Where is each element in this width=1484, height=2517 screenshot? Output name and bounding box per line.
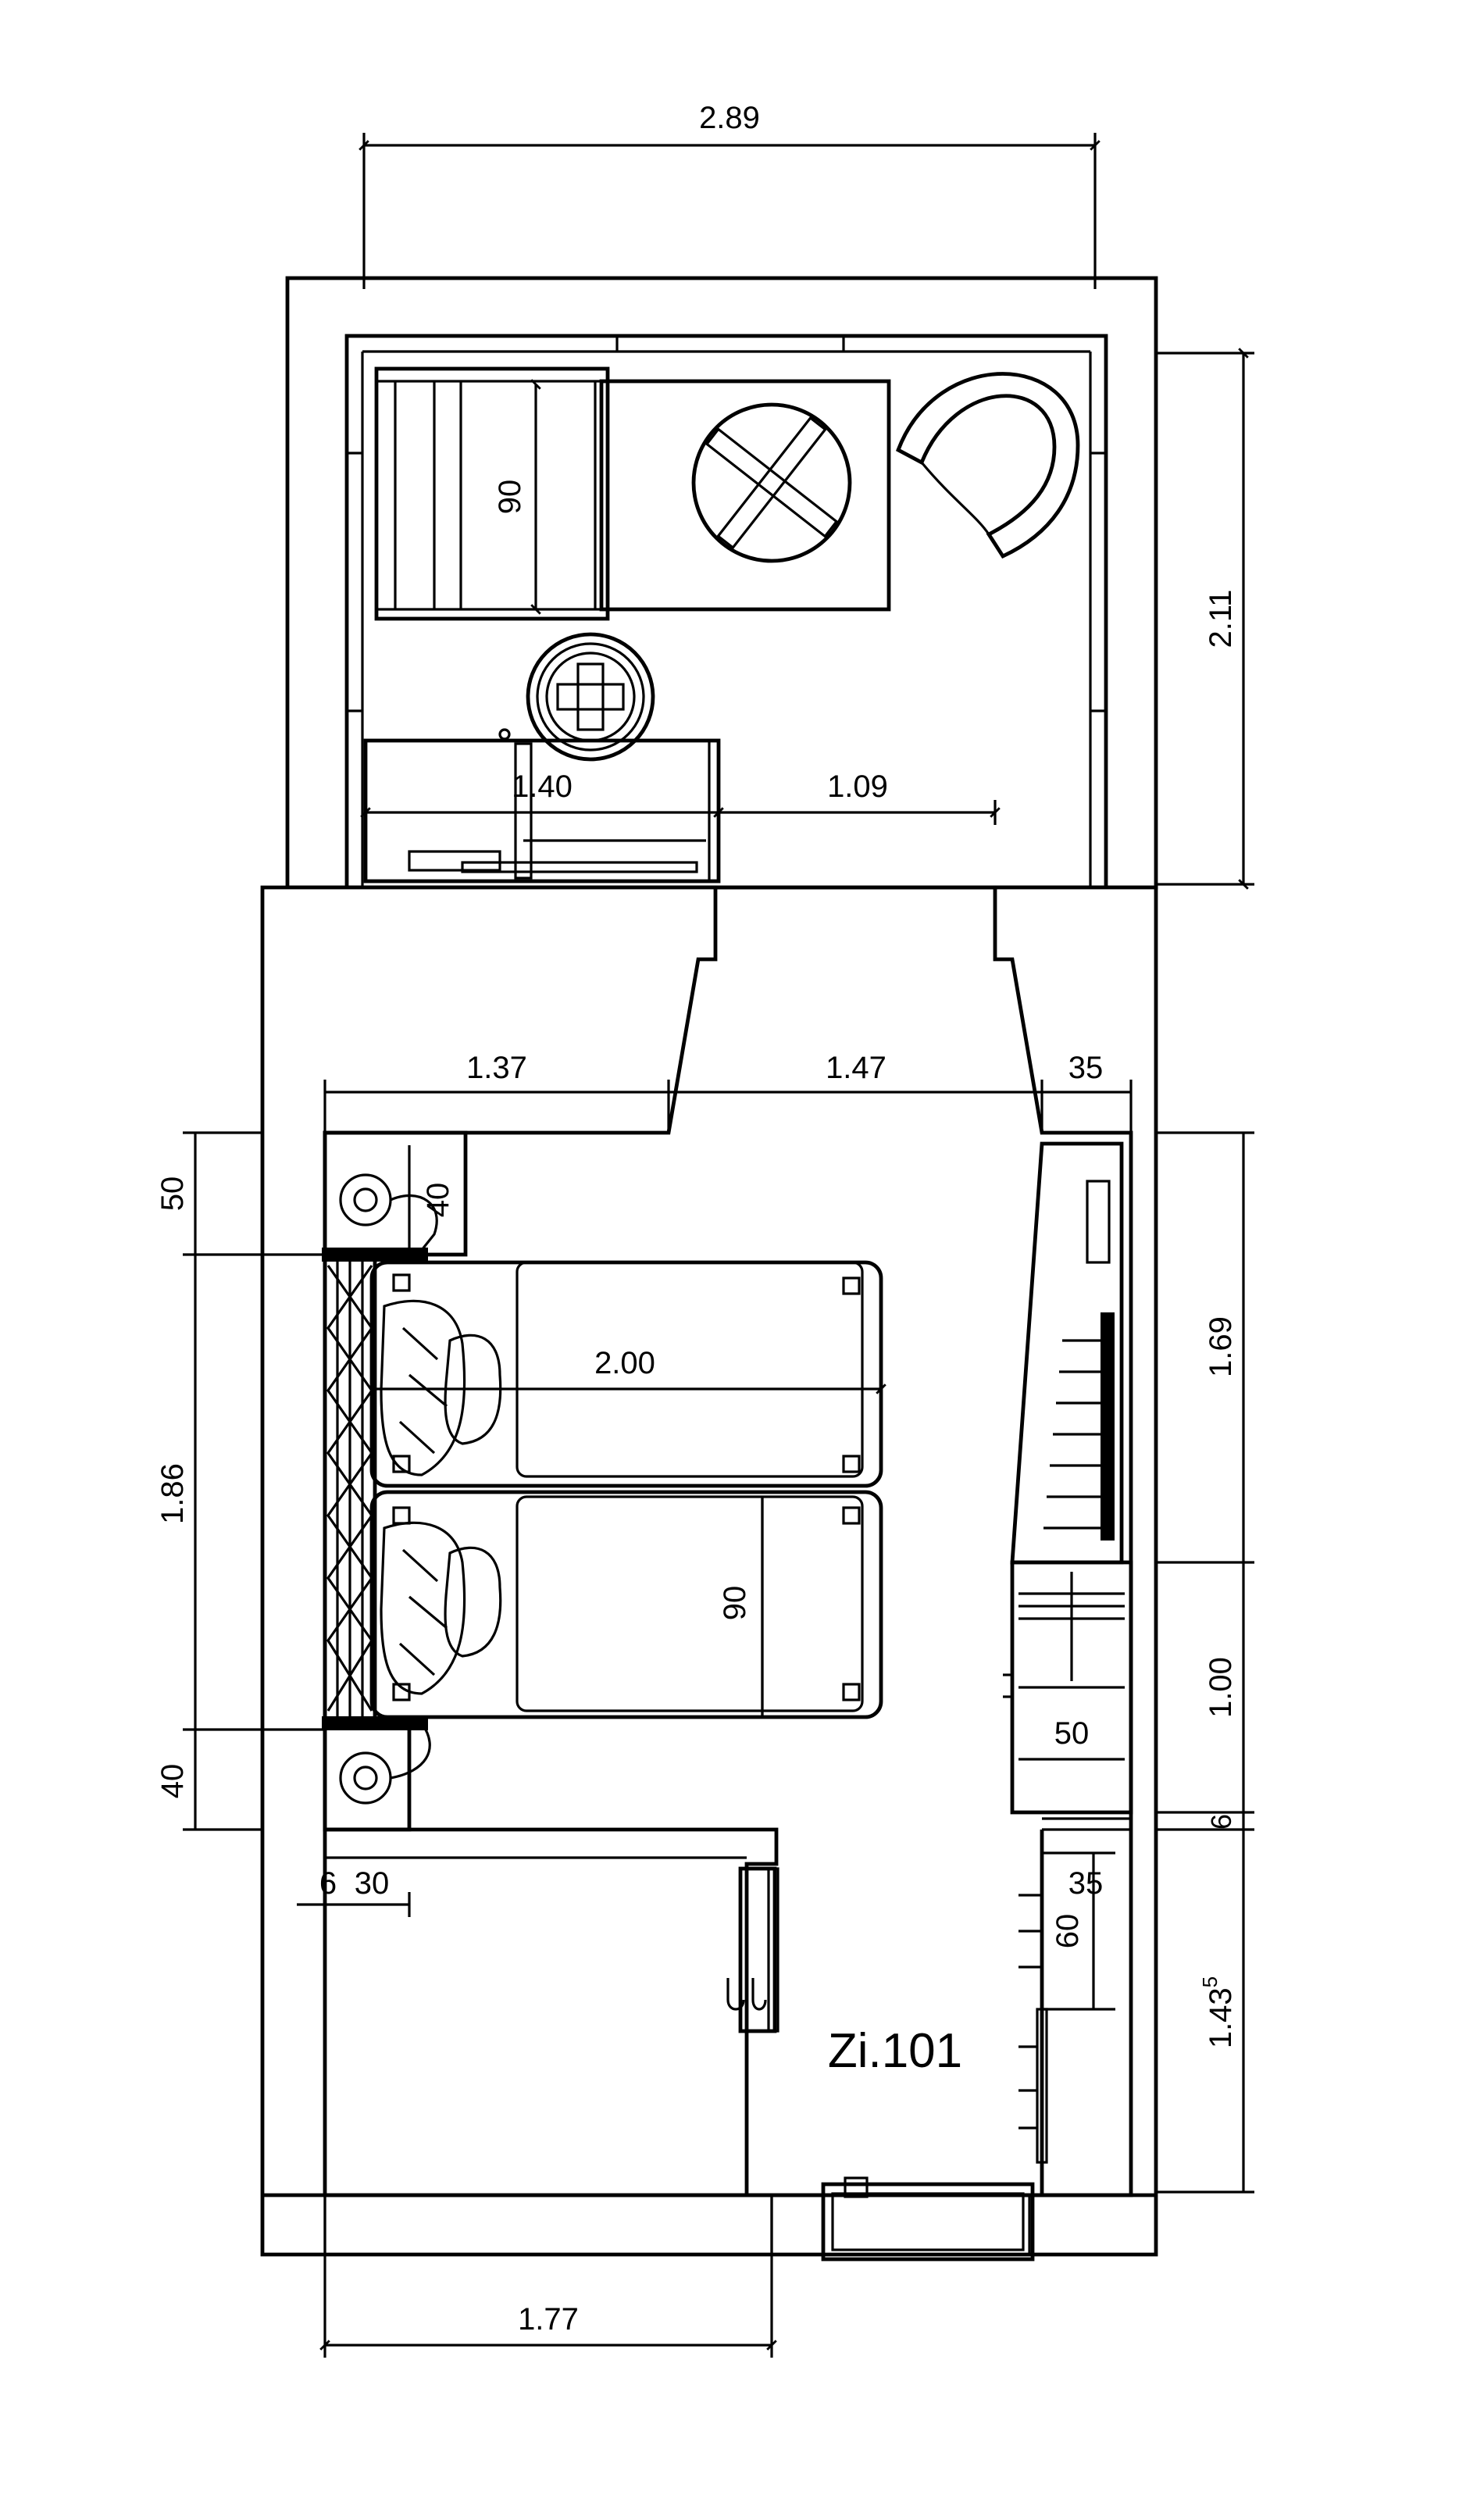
bathroom-wall	[325, 1827, 779, 2195]
entry-door	[821, 2176, 1035, 2262]
dim-room-width-a: 1.37	[466, 1051, 527, 1085]
pillow-upper-a	[380, 1299, 466, 1476]
dim-bed-width-total: 1.86	[155, 1463, 190, 1524]
dim-wall-offset-b: 30	[355, 1866, 390, 1901]
plant-pot	[526, 632, 655, 762]
balcony-floor	[344, 334, 1108, 890]
dim-nightstand-top: 50	[155, 1176, 190, 1212]
dim-right-bottom: 1.435	[1198, 1976, 1238, 2048]
wardrobe	[1010, 1141, 1124, 1565]
dimension-labels: 2.89 2.11 90 1.40 1.09 1.37 1.47 35 50 4…	[155, 101, 1238, 2337]
nightstand-bottom	[323, 1721, 431, 1832]
dim-shelf-width: 50	[1054, 1716, 1090, 1751]
dim-nightstand-bottom: 40	[155, 1764, 190, 1799]
dim-single-bed-width: 90	[718, 1586, 752, 1621]
dim-niche-height: 60	[1051, 1914, 1085, 1949]
bed-lower	[369, 1490, 883, 1719]
dim-right-top: 1.69	[1204, 1316, 1238, 1377]
dim-wardrobe-depth-top: 35	[1068, 1051, 1104, 1085]
dim-balcony-inner-a: 1.40	[512, 769, 573, 804]
dim-nightstand-top-inner: 40	[421, 1183, 455, 1218]
headboard	[322, 1248, 428, 1730]
shelf-unit	[1003, 1560, 1133, 1815]
room-label: Zi.101	[828, 2024, 962, 2078]
dim-balcony-width: 2.89	[699, 101, 760, 135]
dim-right-mid: 1.00	[1204, 1657, 1238, 1718]
dim-balcony-depth: 2.11	[1204, 590, 1238, 648]
dimension-lines	[183, 133, 1254, 2358]
dim-wall-offset-a: 6	[319, 1866, 337, 1901]
pillow-lower-a	[380, 1521, 466, 1695]
dim-niche-depth: 35	[1068, 1866, 1104, 1901]
entry-niche	[1018, 1817, 1131, 2195]
dim-bath-width: 1.77	[518, 2302, 579, 2337]
dim-bed-length: 2.00	[594, 1346, 655, 1380]
dim-room-width-b: 1.47	[826, 1051, 886, 1085]
lounge-chair	[896, 372, 1080, 559]
pillow-lower-b	[444, 1546, 502, 1658]
sun-lounger	[374, 366, 891, 621]
dim-right-gap: 6	[1205, 1814, 1237, 1830]
pillow-upper-b	[444, 1333, 502, 1445]
bed-upper	[369, 1260, 883, 1488]
dim-balcony-inner-b: 1.09	[827, 769, 888, 804]
balcony	[285, 276, 1158, 890]
round-table	[691, 402, 852, 563]
dim-lounger-width: 90	[493, 480, 527, 515]
